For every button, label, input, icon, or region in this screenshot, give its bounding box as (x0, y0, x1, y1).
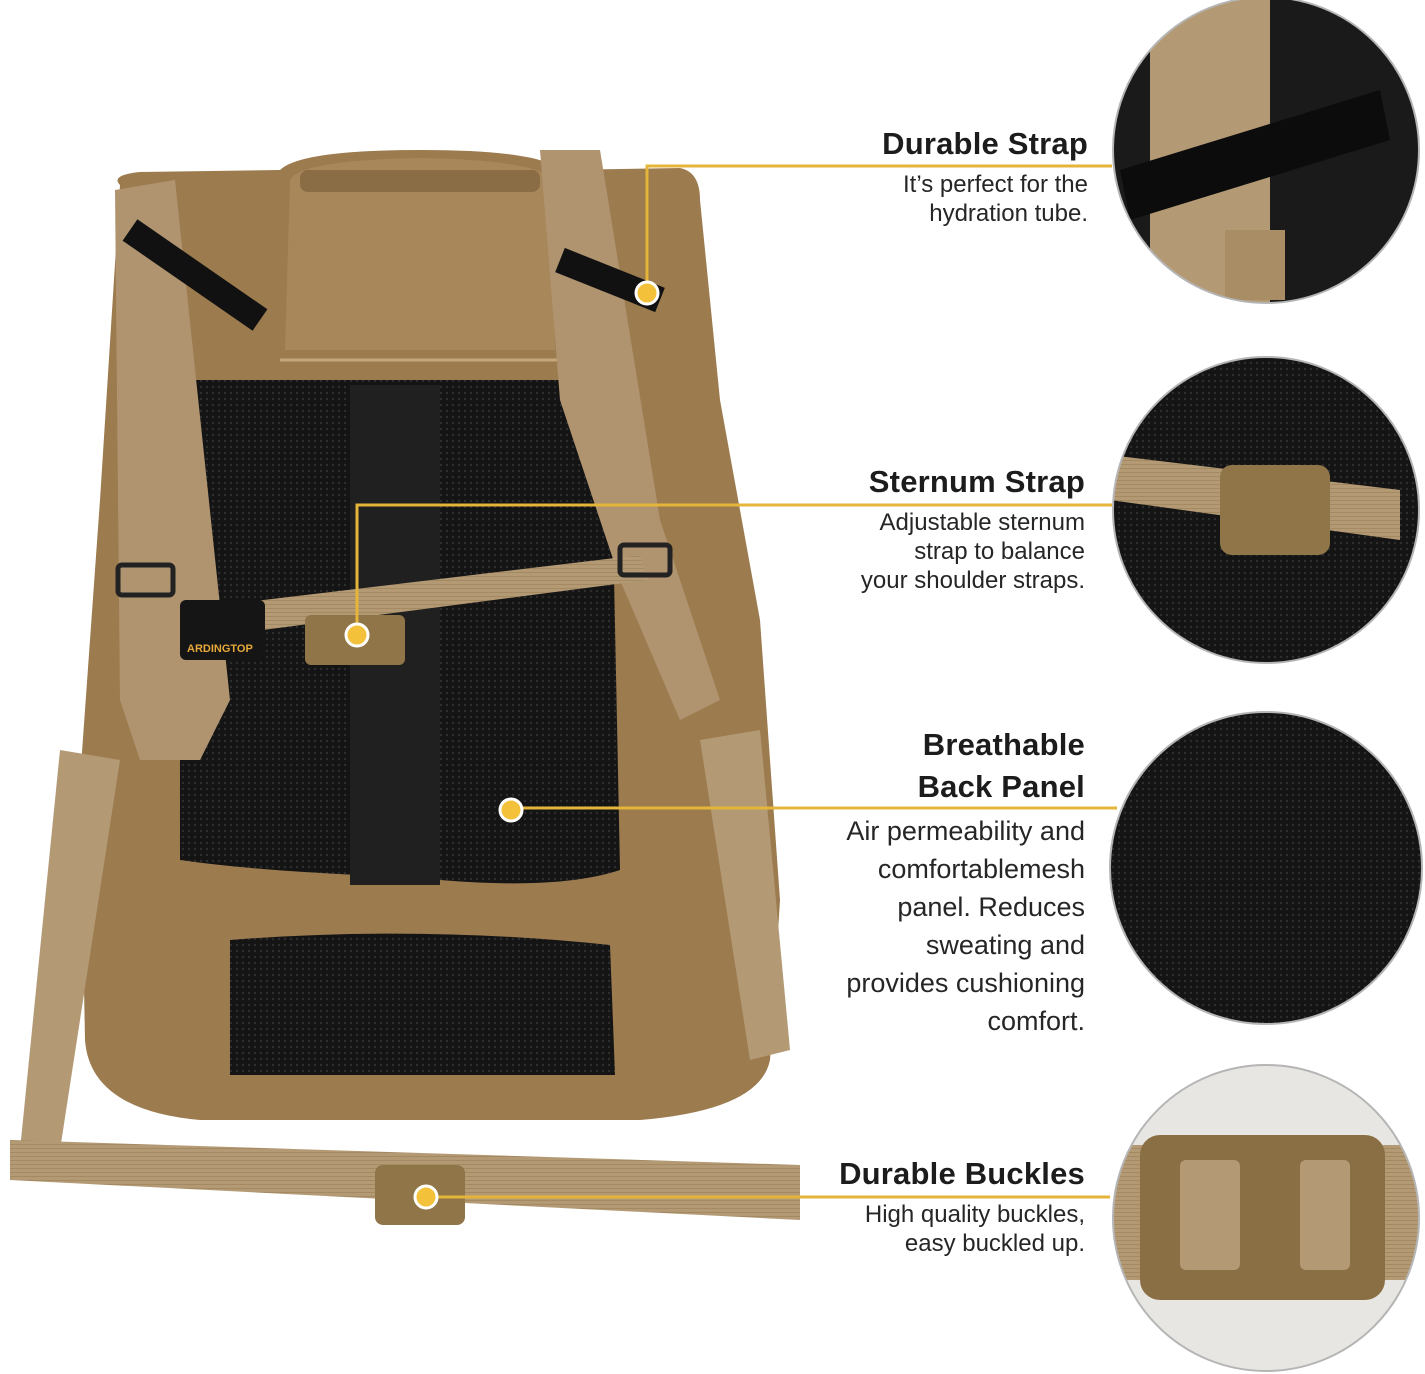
feature-title: Breathable (922, 727, 1085, 762)
detail-buckle-circle (1113, 1065, 1419, 1371)
feature-description: Air permeability and (846, 816, 1085, 846)
callout-dots (344, 280, 660, 1210)
feature-description: sweating and (925, 930, 1085, 960)
feature-durable-buckles: Durable Buckles High quality buckles, ea… (839, 1156, 1085, 1258)
detail-strap-circle (1113, 0, 1419, 303)
callout-dot-panel (498, 797, 524, 823)
callout-dot-strap (634, 280, 660, 306)
feature-title: Sternum Strap (868, 464, 1085, 499)
brand-logo: ARDINGTOP (187, 643, 253, 655)
feature-description: comfortablemesh (877, 854, 1085, 884)
callout-dot-buckle (413, 1184, 439, 1210)
detail-sternum-circle (1113, 357, 1419, 663)
feature-title: Durable Buckles (839, 1156, 1085, 1191)
feature-back-panel: Breathable Back Panel Air permeability a… (846, 724, 1085, 1040)
feature-description: hydration tube. (929, 200, 1088, 227)
feature-description: High quality buckles, (864, 1201, 1085, 1228)
feature-title: Back Panel (917, 769, 1085, 804)
feature-description: your shoulder straps. (860, 567, 1085, 594)
feature-description: Adjustable sternum (879, 509, 1085, 536)
feature-description: panel. Reduces (897, 892, 1085, 922)
feature-description: comfort. (987, 1006, 1085, 1036)
feature-description: easy buckled up. (904, 1230, 1085, 1257)
sternum-strap: ARDINGTOP (115, 542, 673, 665)
feature-durable-strap: Durable Strap It’s perfect for the hydra… (882, 126, 1088, 228)
callout-lines (355, 164, 1117, 1199)
feature-description: strap to balance (914, 538, 1085, 565)
feature-description: provides cushioning (846, 968, 1085, 998)
detail-mesh-circle (1110, 712, 1422, 1024)
feature-title: Durable Strap (882, 126, 1088, 161)
feature-sternum-strap: Sternum Strap Adjustable sternum strap t… (861, 464, 1085, 595)
callout-dot-sternum (344, 622, 370, 648)
feature-description: It’s perfect for the (903, 171, 1088, 198)
hip-belt (10, 1140, 800, 1225)
